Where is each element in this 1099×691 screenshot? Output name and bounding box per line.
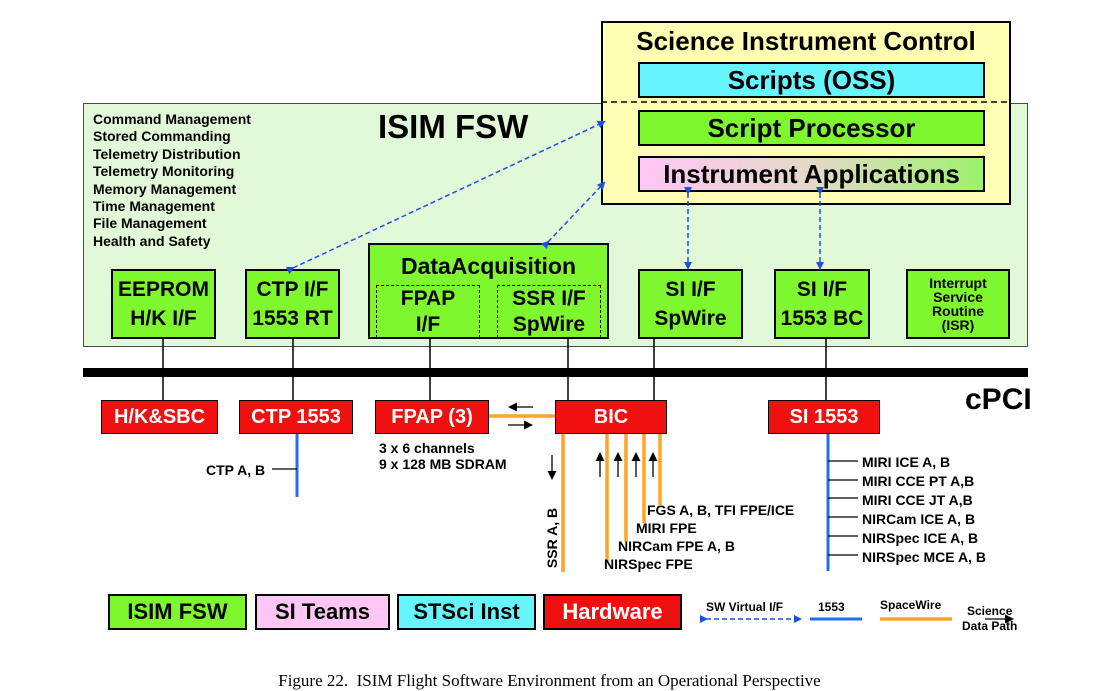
isr-line2: Service <box>933 289 983 305</box>
instrument-applications-box: Instrument Applications <box>638 156 985 192</box>
function-item: Stored Commanding <box>93 128 231 145</box>
ctp-if-box: CTP I/F 1553 RT <box>245 269 340 339</box>
script-processor-box: Script Processor <box>638 110 985 146</box>
si-instrument-list: MIRI ICE A, B MIRI CCE PT A,B MIRI CCE J… <box>862 453 986 566</box>
legend-stsci-label: STSci Inst <box>413 599 520 624</box>
si-list-item: MIRI CCE PT A,B <box>862 472 975 489</box>
si-list-item: NIRSpec ICE A, B <box>862 529 979 546</box>
si-if-spwire-box: SI I/F SpWire <box>638 269 743 339</box>
ctp-line2: 1553 RT <box>252 307 333 330</box>
eeprom-line1: EEPROM <box>117 278 209 301</box>
ctp-1553-label: CTP 1553 <box>251 405 341 428</box>
fpap-if-box: FPAP I/F <box>376 285 480 338</box>
sic-title: Science Instrument Control <box>636 26 976 56</box>
legend-isim-fsw: ISIM FSW <box>108 594 247 630</box>
si-spw-line1: SI I/F <box>665 278 716 301</box>
si-1553-hw-box: SI 1553 <box>768 400 880 434</box>
function-item: Memory Management <box>93 180 237 197</box>
ssr-line1: SSR I/F <box>512 286 586 310</box>
legend-sw-virtual-label: SW Virtual I/F <box>706 600 784 614</box>
legend-stsci-inst: STSci Inst <box>397 594 536 630</box>
scripts-oss-box: Scripts (OSS) <box>638 62 985 98</box>
legend-isim-fsw-label: ISIM FSW <box>127 599 228 624</box>
eeprom-hk-if-box: EEPROM H/K I/F <box>111 269 216 339</box>
scripts-oss-label: Scripts (OSS) <box>727 64 896 95</box>
si-1553-line2: 1553 BC <box>780 307 864 330</box>
nirspec-fpe-label: NIRSpec FPE <box>604 556 693 572</box>
isr-line4: (ISR) <box>941 317 975 333</box>
fgs-label: FGS A, B, TFI FPE/ICE <box>647 502 795 518</box>
fpap3-box: FPAP (3) <box>375 400 489 434</box>
legend-sdp-line1: Science <box>967 604 1013 618</box>
hk-sbc-box: H/K&SBC <box>101 400 218 434</box>
legend-sdp-line2: Data Path <box>962 619 1018 633</box>
ssr-ab-label: SSR A, B <box>544 507 560 569</box>
function-item: Telemetry Distribution <box>93 145 241 162</box>
isr-line3: Routine <box>931 303 985 319</box>
data-acquisition-title: DataAcquisition <box>400 253 577 279</box>
fpap-spec-line2: 9 x 128 MB SDRAM <box>379 456 507 472</box>
ssr-line2: SpWire <box>512 312 586 336</box>
figure-caption: Figure 22. ISIM Flight Software Environm… <box>278 671 821 690</box>
fpap-line2: I/F <box>415 312 441 336</box>
isr-line1: Interrupt <box>929 275 987 291</box>
script-processor-label: Script Processor <box>707 112 916 143</box>
function-item: Time Management <box>93 198 215 215</box>
si-spw-line2: SpWire <box>654 307 727 330</box>
si-list-item: NIRCam ICE A, B <box>862 510 976 527</box>
si-1553-hw-label: SI 1553 <box>789 405 859 428</box>
function-item: Health and Safety <box>93 232 211 249</box>
si-1553-line1: SI I/F <box>796 278 848 301</box>
function-item: File Management <box>93 215 207 232</box>
cpci-bus <box>83 368 1028 377</box>
legend-si-teams: SI Teams <box>255 594 390 630</box>
bic-label: BIC <box>593 405 629 428</box>
fsw-function-list: Command Management Stored Commanding Tel… <box>93 111 251 250</box>
eeprom-line2: H/K I/F <box>130 307 197 330</box>
legend-hardware-label: Hardware <box>562 599 663 624</box>
legend-spacewire-label: SpaceWire <box>880 598 942 612</box>
si-list-item: NIRSpec MCE A, B <box>862 548 986 565</box>
fpap-line1: FPAP <box>400 286 456 310</box>
legend-si-teams-label: SI Teams <box>275 599 370 624</box>
si-list-item: MIRI CCE JT A,B <box>862 491 973 508</box>
cpci-label: cPCI <box>965 383 1032 416</box>
fpap-spec-label: 3 x 6 channels 9 x 128 MB SDRAM <box>379 440 507 472</box>
nircam-fpe-label: NIRCam FPE A, B <box>618 538 735 554</box>
si-list-item: MIRI ICE A, B <box>862 454 951 470</box>
legend-hardware: Hardware <box>543 594 682 630</box>
ctp-1553-box: CTP 1553 <box>239 400 353 434</box>
isr-box: Interrupt Service Routine (ISR) <box>906 269 1010 339</box>
legend-science-data-path-label: Science Data Path <box>962 604 1017 634</box>
fpap-spec-line1: 3 x 6 channels <box>379 440 475 456</box>
legend-1553-label: 1553 <box>818 600 845 614</box>
instrument-applications-label: Instrument Applications <box>663 158 960 189</box>
bic-box: BIC <box>555 400 667 434</box>
ssr-if-box: SSR I/F SpWire <box>497 285 601 338</box>
ctp-ab-label: CTP A, B <box>206 462 266 478</box>
ctp-line1: CTP I/F <box>256 278 329 301</box>
fpap3-label: FPAP (3) <box>391 405 473 428</box>
hk-sbc-label: H/K&SBC <box>113 405 206 428</box>
function-item: Command Management <box>93 111 251 127</box>
miri-fpe-label: MIRI FPE <box>636 520 697 536</box>
si-if-1553-box: SI I/F 1553 BC <box>774 269 870 339</box>
isim-fsw-title: ISIM FSW <box>378 108 529 145</box>
function-item: Telemetry Monitoring <box>93 163 235 180</box>
